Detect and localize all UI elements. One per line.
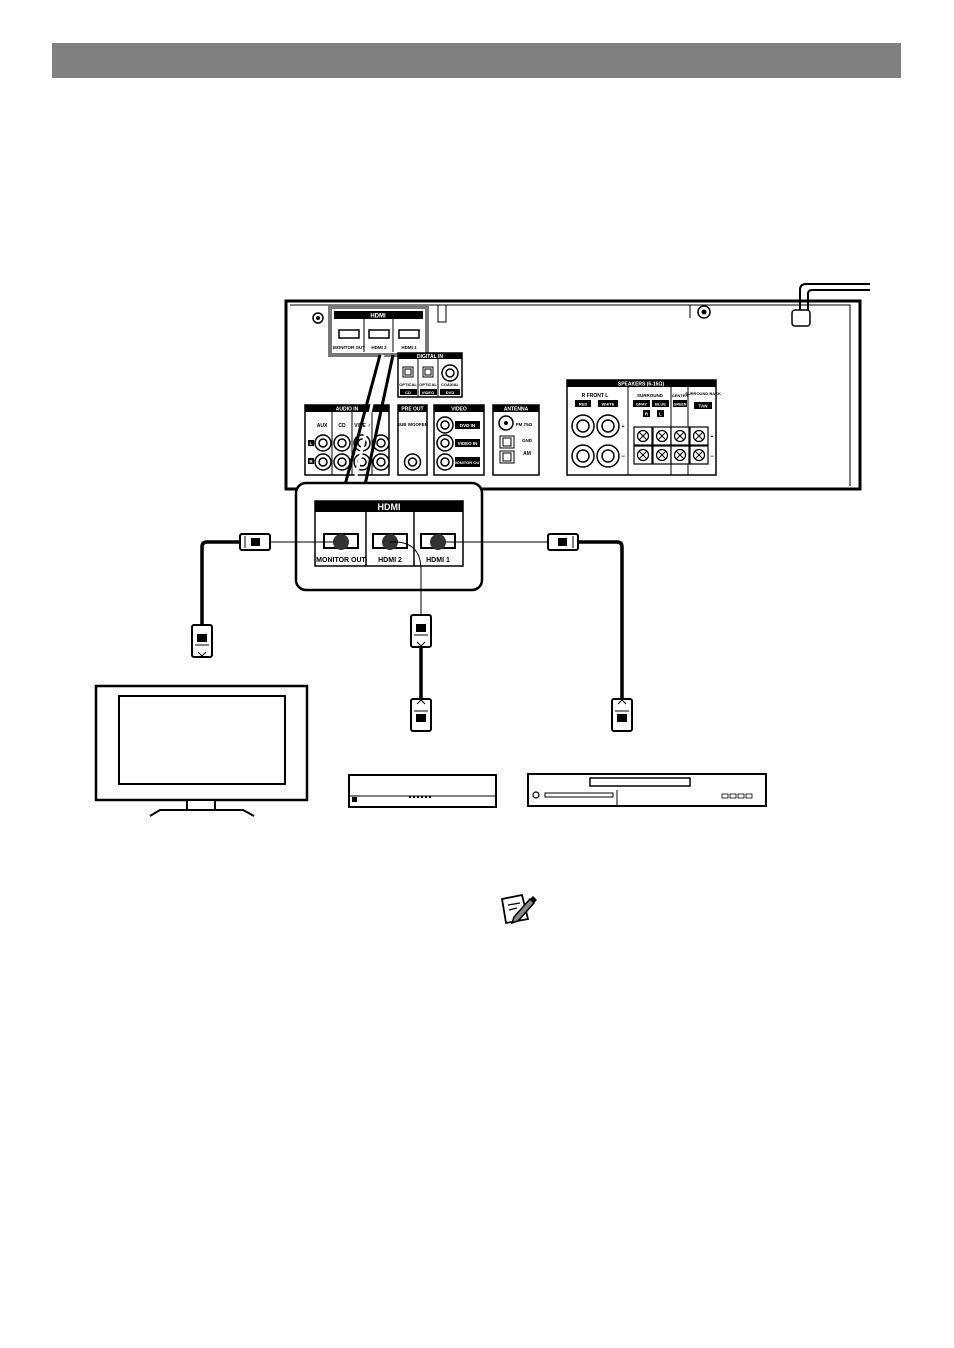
- cable-monitor-out-to-tv: [191, 533, 334, 658]
- antenna-gnd: GND: [522, 438, 533, 443]
- set-top-box-icon: [348, 774, 497, 808]
- speakers-front: R FRONT L: [582, 393, 609, 399]
- speakers-center-green: GREEN: [674, 403, 687, 407]
- zoom-hdmi-title: HDMI: [378, 502, 401, 512]
- panel-digital-in-group: DIGITAL IN OPTICAL OPTICAL COAXIAL CD VI…: [397, 352, 463, 398]
- panel-port-monitor-out: MONITOR OUT: [333, 345, 365, 350]
- note-pencil-icon: [500, 893, 537, 925]
- video-dvd-in: DVD IN: [460, 423, 475, 428]
- speakers-front-red: RED: [579, 402, 588, 407]
- zoom-port-hdmi-2: HDMI 2: [378, 557, 402, 564]
- panel-speakers-group: SPEAKERS (6-16Ω) R FRONT L RED WHITE SUR…: [566, 379, 721, 476]
- speakers-surround-back-tan: TAN: [699, 404, 708, 409]
- zoom-hdmi-box: HDMI MONITOR OUT HDMI 2 HDMI 1: [294, 481, 484, 592]
- zoom-port-monitor-out: MONITOR OUT: [316, 557, 366, 564]
- speakers-surround-back: SURROUND BACK: [685, 391, 721, 396]
- panel-hdmi-title: HDMI: [370, 314, 386, 320]
- panel-video-group: VIDEO DVD IN VIDEO IN MONITOR OUT: [433, 404, 485, 476]
- digital-jack-3: COAXIAL: [441, 382, 460, 387]
- audio-ch-l: L: [310, 441, 313, 446]
- video-title: VIDEO: [451, 407, 467, 413]
- digital-src-video: VIDEO: [422, 390, 434, 395]
- panel-audio-in-group: AUDIO IN AUX CD VIDEO L R: [304, 404, 390, 476]
- digital-src-cd: CD: [405, 390, 411, 395]
- digital-jack-2: OPTICAL: [419, 382, 437, 387]
- panel-port-hdmi-1: HDMI 1: [401, 345, 417, 350]
- section-header-bar: [52, 43, 901, 78]
- panel-pre-out-group: PRE OUT SUB WOOFER: [397, 404, 429, 476]
- panel-antenna-group: ANTENNA FM 75Ω GND AM: [492, 404, 540, 476]
- video-video-in: VIDEO IN: [458, 441, 478, 446]
- pre-out-subwoofer: SUB WOOFER: [397, 422, 429, 427]
- speakers-center: CENTER: [672, 393, 689, 398]
- speakers-polarity-minus: −: [621, 454, 625, 460]
- digital-jack-1: OPTICAL: [399, 382, 417, 387]
- zoom-port-hdmi-1: HDMI 1: [426, 557, 450, 564]
- audio-ch-r: R: [309, 459, 313, 464]
- speakers-surround: SURROUND: [637, 393, 664, 398]
- panel-hdmi-group: HDMI MONITOR OUT HDMI 2 HDMI 1: [328, 305, 429, 357]
- speakers-surround-gray: GRAY: [636, 402, 648, 407]
- speakers-surround-r: R: [645, 412, 649, 417]
- digital-src-dvd: DVD: [446, 390, 455, 395]
- digital-in-title: DIGITAL IN: [417, 354, 443, 360]
- audio-in-title: AUDIO IN: [336, 407, 359, 413]
- antenna-fm: FM 75Ω: [516, 422, 533, 427]
- speakers-title: SPEAKERS (6-16Ω): [618, 382, 665, 388]
- speakers-polarity-plus: +: [622, 424, 625, 430]
- speakers-front-white: WHITE: [602, 402, 615, 407]
- audio-col-aux: AUX: [317, 423, 328, 429]
- cable-hdmi2-to-stb: [389, 541, 432, 732]
- antenna-am: AM: [523, 451, 531, 457]
- pre-out-title: PRE OUT: [401, 407, 423, 413]
- tv-icon: [94, 684, 309, 817]
- svg-text:+: +: [711, 434, 714, 440]
- speakers-surround-blue: BLUE: [655, 402, 666, 407]
- dvd-player-icon: [527, 773, 767, 807]
- zoom-callout-lines: [343, 354, 395, 486]
- cable-hdmi1-to-dvd: [445, 533, 633, 732]
- audio-col-cd: CD: [338, 423, 346, 429]
- antenna-title: ANTENNA: [504, 407, 529, 413]
- svg-text:−: −: [710, 454, 714, 460]
- video-monitor-out: MONITOR OUT: [453, 460, 482, 465]
- speakers-surround-l: L: [659, 412, 662, 417]
- panel-port-hdmi-2: HDMI 2: [371, 345, 387, 350]
